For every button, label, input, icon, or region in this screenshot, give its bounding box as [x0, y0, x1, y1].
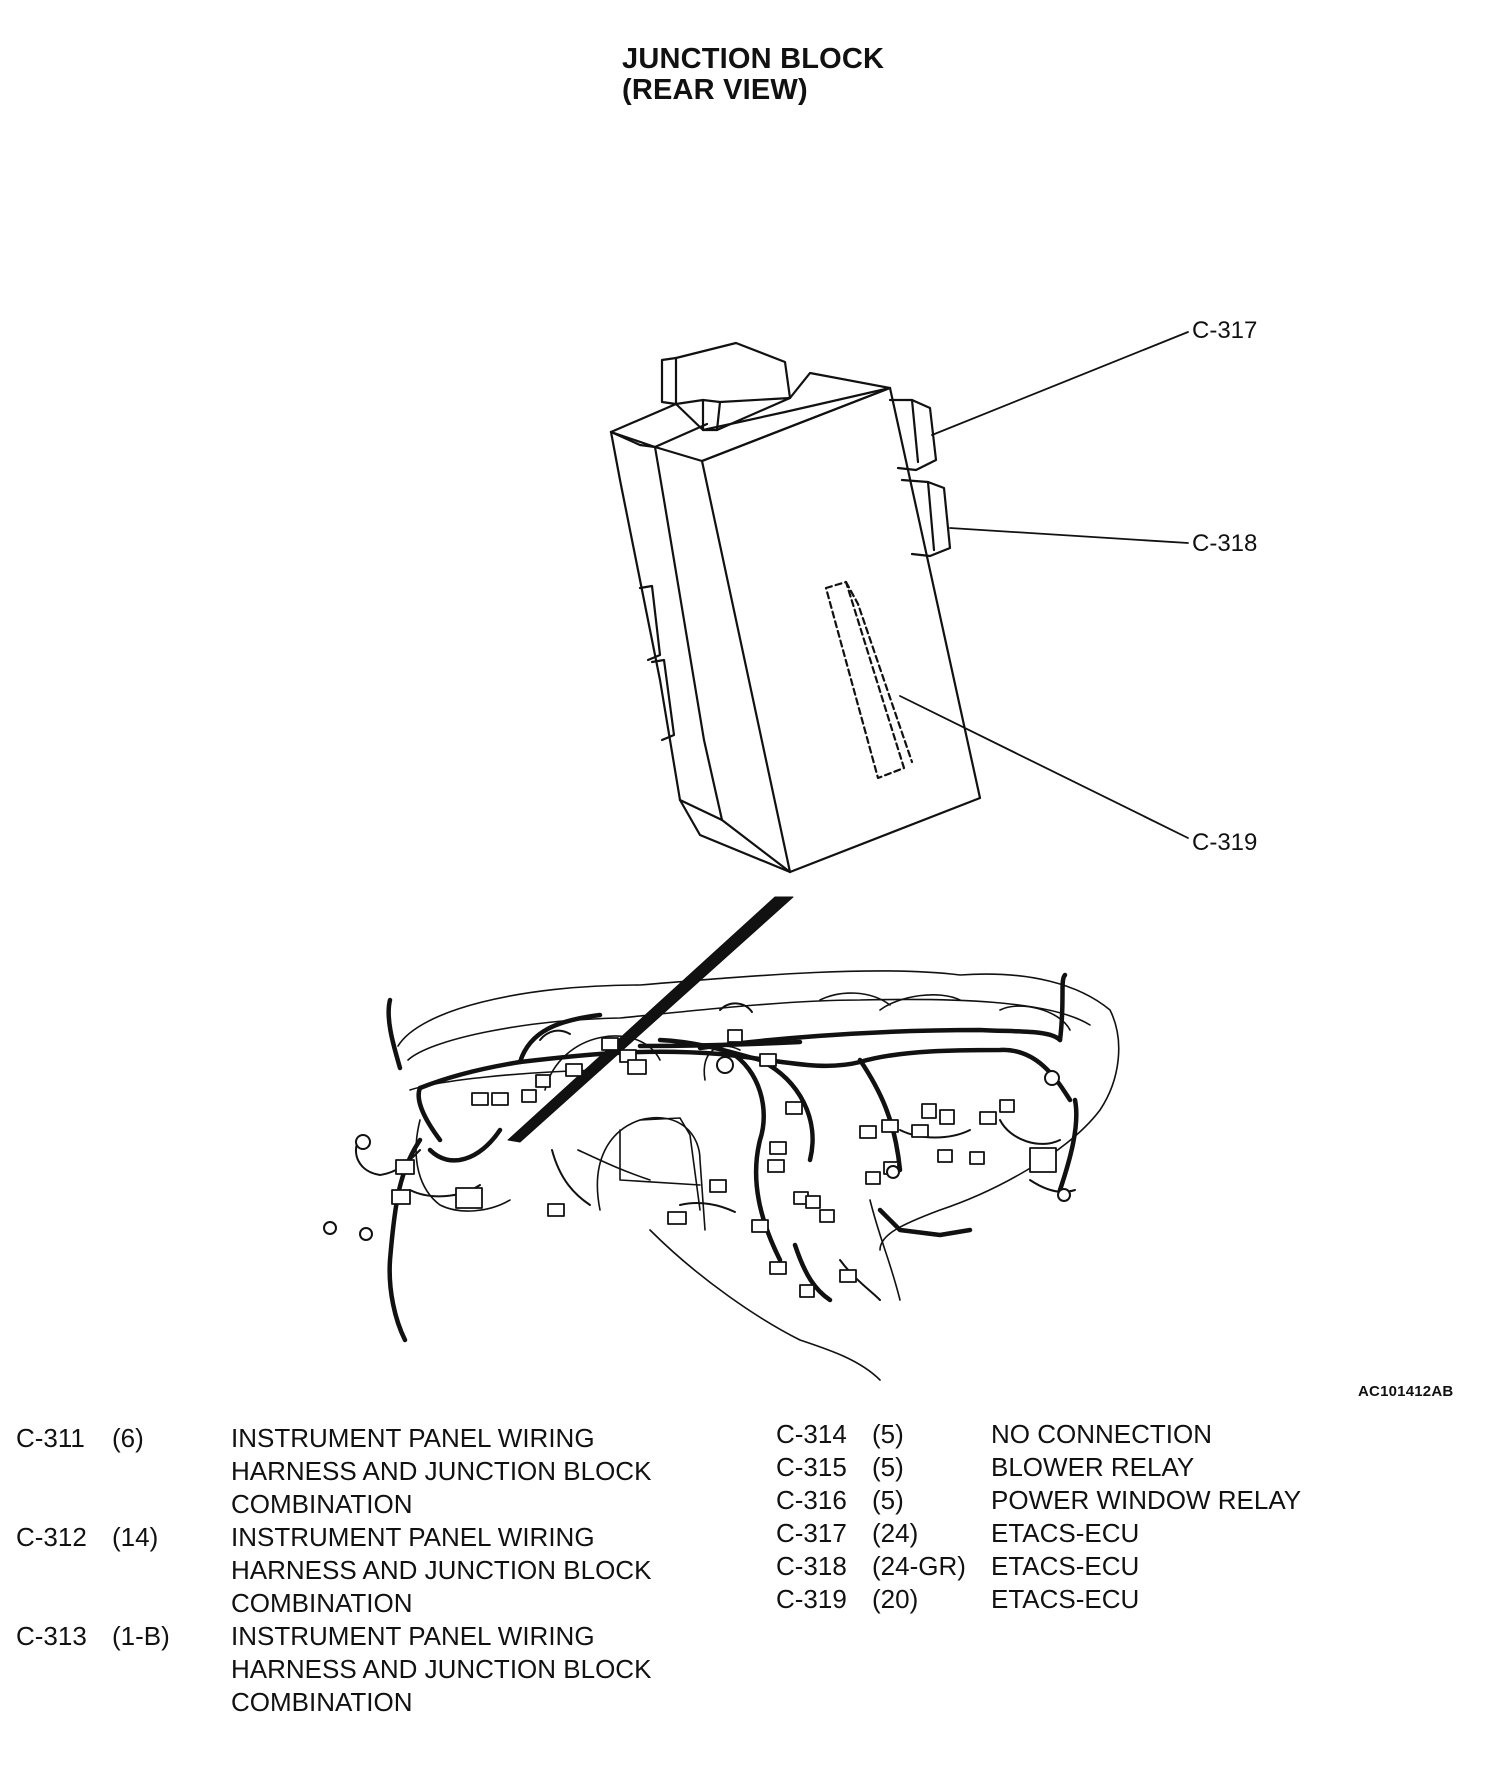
leader-c318	[949, 527, 1189, 544]
connector-description: BLOWER RELAY	[991, 1452, 1195, 1482]
connector-pins: (24)	[872, 1518, 919, 1548]
legend-row: C-314 (5) NO CONNECTION	[776, 1418, 1212, 1583]
connector-pins: (1-B)	[112, 1621, 170, 1651]
connector-description: INSTRUMENT PANEL WIRING HARNESS AND JUNC…	[231, 1423, 652, 1519]
legend-row: C-318 (24-GR) ETACS-ECU	[776, 1550, 1139, 1715]
connector-pins: (5)	[872, 1419, 904, 1449]
connector-id: C-312	[16, 1522, 87, 1552]
instrument-panel-outline	[397, 970, 1120, 1381]
diagram-title: JUNCTION BLOCK (REAR VIEW)	[622, 44, 884, 106]
junction-block-illustration	[323, 331, 1189, 1381]
figure-code: AC101412AB	[1358, 1383, 1454, 1400]
connector-description: POWER WINDOW RELAY	[991, 1485, 1302, 1515]
junction-block-body	[609, 341, 982, 874]
connector-description: NO CONNECTION	[991, 1419, 1212, 1449]
connector-description: ETACS-ECU	[991, 1584, 1140, 1614]
connector-legend-right: C-314 (5) NO CONNECTION C-315 (5) BLOWER…	[776, 1418, 1476, 1638]
connector-description: INSTRUMENT PANEL WIRING HARNESS AND JUNC…	[231, 1621, 652, 1717]
callout-label-c319: C-319	[1192, 829, 1258, 856]
leader-c317	[931, 331, 1189, 436]
legend-row: C-315 (5) BLOWER RELAY	[776, 1451, 1194, 1616]
connector-id: C-314	[776, 1419, 847, 1449]
harness-connectors	[391, 1029, 1057, 1298]
title-line-1: JUNCTION BLOCK	[622, 43, 885, 75]
connector-id: C-316	[776, 1485, 847, 1515]
connector-id: C-318	[776, 1551, 847, 1581]
connector-pins: (5)	[872, 1452, 904, 1482]
connector-id: C-311	[16, 1423, 85, 1453]
connector-id: C-317	[776, 1518, 847, 1548]
connector-pins: (24-GR)	[872, 1551, 966, 1581]
harness-grommets	[323, 1056, 1071, 1241]
legend-row: C-319 (20) ETACS-ECU	[776, 1583, 1139, 1748]
location-pointer	[507, 896, 794, 1143]
legend-row: C-316 (5) POWER WINDOW RELAY	[776, 1484, 1301, 1649]
connector-id: C-319	[776, 1584, 847, 1614]
legend-row: C-311 (6) INSTRUMENT PANEL WIRING HARNES…	[16, 1422, 651, 1587]
connector-id: C-313	[16, 1621, 87, 1651]
connector-pins: (20)	[872, 1584, 919, 1614]
connector-description: INSTRUMENT PANEL WIRING HARNESS AND JUNC…	[231, 1522, 652, 1618]
title-line-2: (REAR VIEW)	[622, 74, 808, 106]
connector-pins: (14)	[112, 1522, 159, 1552]
wiring-branches	[355, 1002, 1076, 1301]
connector-description: ETACS-ECU	[991, 1518, 1140, 1548]
legend-row: C-317 (24) ETACS-ECU	[776, 1517, 1139, 1682]
legend-row: C-312 (14) INSTRUMENT PANEL WIRING HARNE…	[16, 1521, 651, 1686]
connector-legend-left: C-311 (6) INSTRUMENT PANEL WIRING HARNES…	[16, 1422, 716, 1722]
legend-row: C-313 (1-B) INSTRUMENT PANEL WIRING HARN…	[16, 1620, 651, 1785]
leader-c319	[899, 695, 1189, 839]
callout-label-c318: C-318	[1192, 530, 1258, 557]
connector-id: C-315	[776, 1452, 847, 1482]
callout-label-c317: C-317	[1192, 317, 1258, 344]
connector-pins: (5)	[872, 1485, 904, 1515]
connector-pins: (6)	[112, 1423, 144, 1453]
connector-description: ETACS-ECU	[991, 1551, 1140, 1581]
